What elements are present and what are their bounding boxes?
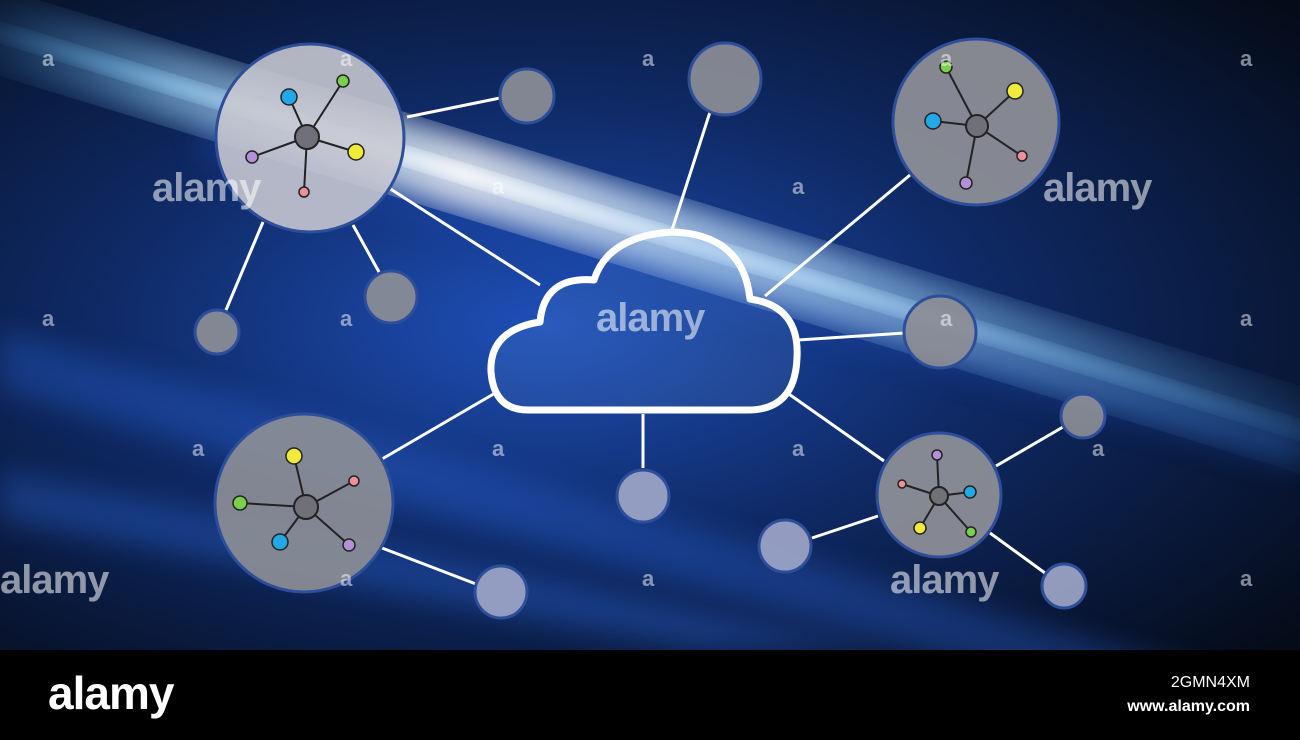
- network-hub-top-right: [891, 37, 1061, 207]
- network-hub-bottom-right: [875, 431, 1003, 559]
- watermark-mark: a: [192, 436, 205, 461]
- watermark-mark: a: [1092, 436, 1105, 461]
- watermark-mark: a: [792, 174, 805, 199]
- node-top-center: [687, 41, 763, 117]
- node-far-right-top: [1059, 392, 1107, 440]
- node-left-mid: [363, 269, 419, 325]
- small-nodes: [193, 41, 1107, 620]
- watermark-mark: a: [1240, 306, 1253, 331]
- footer-logo[interactable]: alamy: [48, 667, 174, 719]
- cloud-icon: [487, 228, 801, 414]
- watermark: alamy: [152, 166, 261, 210]
- watermark-mark: a: [340, 306, 353, 331]
- node-bottom-left: [473, 564, 529, 620]
- node-right-mid: [902, 294, 978, 370]
- footer-bar: alamy 2GMN4XM www.alamy.com: [0, 650, 1300, 740]
- node-bottom-center: [615, 468, 671, 524]
- watermark-mark: a: [492, 436, 505, 461]
- watermark-mark: a: [492, 174, 505, 199]
- watermark-mark: a: [940, 46, 953, 71]
- footer-url[interactable]: www.alamy.com: [1127, 698, 1250, 715]
- watermark: alamy: [1043, 166, 1152, 210]
- node-bottom-right-left: [757, 518, 813, 574]
- connector-lines: [224, 96, 1064, 586]
- cloud-network-illustration: [0, 0, 1300, 650]
- watermark-mark: a: [340, 566, 353, 591]
- watermark-mark: a: [1240, 566, 1253, 591]
- watermark: alamy: [596, 296, 705, 340]
- watermark-mark: a: [642, 46, 655, 71]
- watermark: alamy: [0, 558, 109, 602]
- network-hub-bottom-left: [213, 412, 395, 594]
- node-left-low: [193, 308, 241, 356]
- watermark-mark: a: [1240, 46, 1253, 71]
- watermark: alamy: [890, 558, 999, 602]
- watermark-mark: a: [940, 306, 953, 331]
- watermark-mark: a: [792, 436, 805, 461]
- watermark-mark: a: [42, 46, 55, 71]
- image-id: 2GMN4XM: [1170, 674, 1250, 691]
- watermark-mark: a: [42, 306, 55, 331]
- node-top-left-right: [498, 67, 556, 125]
- network-hub-icon: [294, 124, 320, 150]
- node-far-right-bottom: [1040, 562, 1088, 610]
- network-hub-top-left: [214, 42, 406, 234]
- watermark-mark: a: [642, 566, 655, 591]
- watermark-mark: a: [340, 46, 353, 71]
